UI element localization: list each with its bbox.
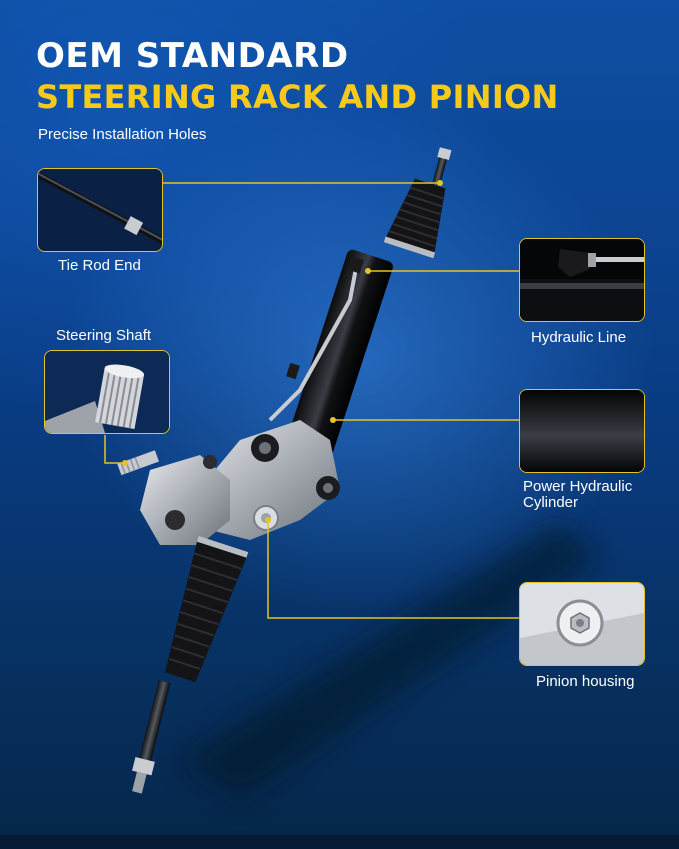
hydraulic-pipe <box>268 267 358 422</box>
headline-steering-rack: STEERING RACK AND PINION <box>36 78 559 116</box>
steering-shaft-label: Steering Shaft <box>56 327 152 344</box>
tie-rod-end-label: Tie Rod End <box>58 257 141 274</box>
bottom-strip <box>0 835 679 849</box>
power-cylinder-label: Power Hydraulic Cylinder <box>523 478 633 511</box>
pinion-housing-detail <box>519 582 645 666</box>
upper-boot <box>383 178 446 259</box>
power-cylinder-detail <box>519 389 645 473</box>
hydraulic-cylinder-tube <box>285 249 393 462</box>
subtitle-installation-holes: Precise Installation Holes <box>38 126 207 143</box>
tie-rod-end-detail <box>37 168 163 252</box>
lower-boot <box>165 536 249 683</box>
hydraulic-line-label: Hydraulic Line <box>531 329 627 346</box>
lower-tie-rod <box>132 680 171 794</box>
valve-body <box>140 455 230 545</box>
headline-oem-standard: OEM STANDARD <box>36 36 349 76</box>
hydraulic-line-detail <box>519 238 645 322</box>
pinion-housing-label: Pinion housing <box>536 673 635 690</box>
steering-shaft-detail <box>44 350 170 434</box>
